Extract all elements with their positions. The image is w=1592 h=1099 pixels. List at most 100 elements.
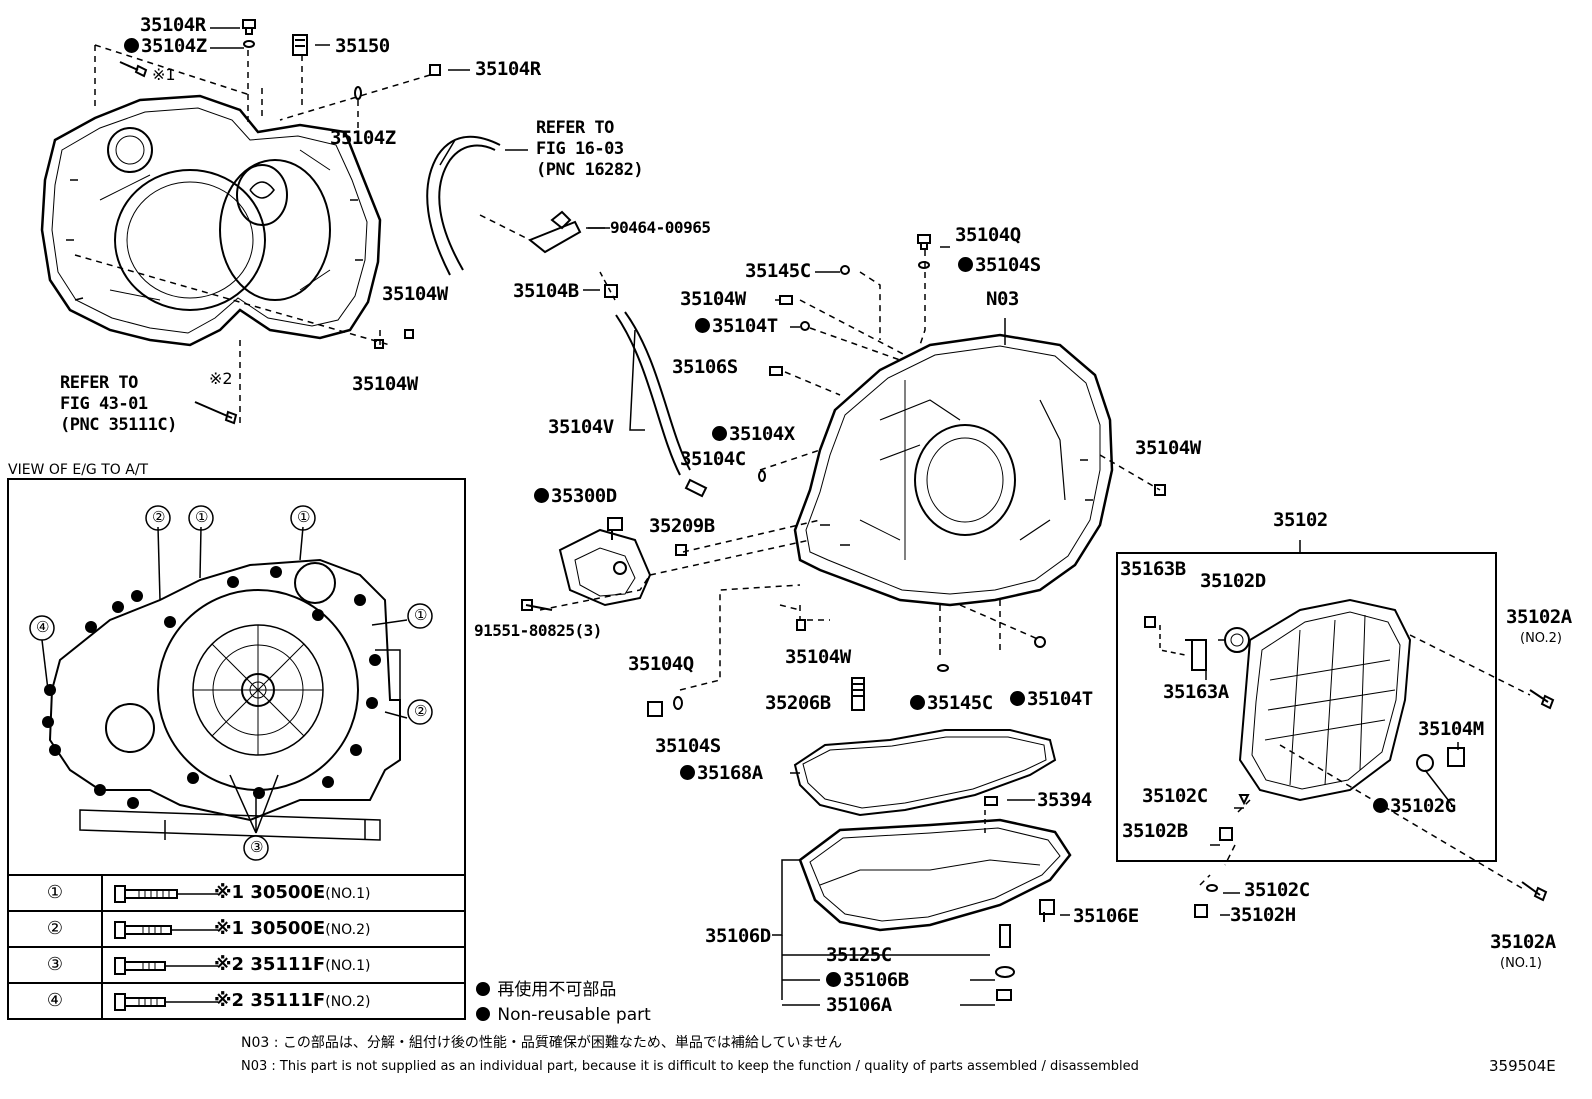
bolt-legend-spec: ※2 35111F(NO.2) xyxy=(214,990,370,1011)
refer-fig-43-01-line3: (PNC 35111C) xyxy=(60,415,177,435)
bolt-legend-note: (NO.1) xyxy=(325,958,371,974)
bolt-icon xyxy=(114,957,218,975)
label-35102D: 35102D xyxy=(1200,570,1266,592)
label-35102C-a: 35102C xyxy=(1142,785,1208,807)
inset-callout-1-a: ① xyxy=(195,508,209,526)
label-35104W-e: 35104W xyxy=(785,646,851,668)
label-35104X: 35104X xyxy=(712,425,795,444)
inset-callout-1-b: ① xyxy=(297,508,311,526)
bolt-legend-number: ④ xyxy=(9,984,103,1018)
non-reusable-dot-icon xyxy=(958,257,973,272)
non-reusable-dot-icon xyxy=(910,695,925,710)
valve-body-box xyxy=(1116,540,1497,862)
label-35106S: 35106S xyxy=(672,356,738,378)
bolt-legend-spec: ※1 30500E(NO.2) xyxy=(214,918,370,939)
label-35104Z-top: 35104Z xyxy=(124,37,207,56)
bolt-icon xyxy=(114,885,218,903)
refer-fig-43-01-line1: REFER TO xyxy=(60,373,138,393)
note-n03-en: N03 : This part is not supplied as an in… xyxy=(241,1059,1139,1074)
label-35104Z-mid: 35104Z xyxy=(330,127,396,149)
bolt-legend-spec: ※2 35111F(NO.1) xyxy=(214,954,370,975)
label-35102A-no1: 35102A xyxy=(1490,931,1556,953)
legend-jp-text: 再使用不可部品 xyxy=(497,980,617,1000)
label-35102A-no1-sub: (NO.1) xyxy=(1500,956,1542,971)
middle-dashed-leaders xyxy=(539,250,1161,691)
inset-bolt-holes xyxy=(42,566,381,809)
label-35104B: 35104B xyxy=(513,280,579,302)
bolt-legend-mark: ※2 xyxy=(214,954,245,975)
label-35104X-text: 35104X xyxy=(729,423,795,445)
mid-small-parts xyxy=(647,234,1166,717)
bolt-legend-row-3: ③ ※2 35111F(NO.1) xyxy=(9,946,464,982)
label-35104S-top: 35104S xyxy=(958,256,1041,275)
label-35106D: 35106D xyxy=(705,925,771,947)
oil-pan-and-gasket-drawing xyxy=(772,729,1072,1001)
label-35104W-c: 35104W xyxy=(680,288,746,310)
label-35102H: 35102H xyxy=(1230,904,1296,926)
legend-non-reusable-en: Non-reusable part xyxy=(476,1005,651,1026)
non-reusable-dot-icon xyxy=(712,426,727,441)
refer-fig-16-03-line1: REFER TO xyxy=(536,118,614,138)
non-reusable-dot-icon xyxy=(476,982,490,996)
bolt-icon xyxy=(114,921,218,939)
inset-view-panel: ① ※1 30500E (NO.1) ② ※1 30500E(NO.2) ③ ※2… xyxy=(7,478,466,1020)
label-35104M: 35104M xyxy=(1418,718,1484,740)
bolt-legend-number: ① xyxy=(9,876,103,910)
bolt-legend-row-4: ④ ※2 35111F(NO.2) xyxy=(9,982,464,1018)
label-35106B: 35106B xyxy=(826,971,909,990)
label-35102C-b: 35102C xyxy=(1244,879,1310,901)
label-35125C: 35125C xyxy=(826,944,892,966)
top-left-small-parts xyxy=(119,19,441,425)
inset-callout-2-top: ② xyxy=(152,508,166,526)
label-35102B: 35102B xyxy=(1122,820,1188,842)
inset-callout-leaders xyxy=(41,526,408,834)
note-mark-2: ※2 xyxy=(209,369,233,388)
refer-fig-43-01-line2: FIG 43-01 xyxy=(60,394,148,414)
label-35104T-top-text: 35104T xyxy=(712,315,778,337)
bolt-legend-note: (NO.2) xyxy=(325,994,371,1010)
label-90464-00965: 90464-00965 xyxy=(610,218,711,237)
inset-callout-1-c: ① xyxy=(414,606,428,624)
inset-callout-circles xyxy=(29,505,433,861)
label-35104S-top-text: 35104S xyxy=(975,254,1041,276)
oil-pump-drawing xyxy=(521,517,687,611)
label-35163B: 35163B xyxy=(1120,558,1186,580)
label-35209B: 35209B xyxy=(649,515,715,537)
inset-title: VIEW OF E/G TO A/T xyxy=(8,462,149,478)
label-35102G: 35102G xyxy=(1373,797,1456,816)
legend-non-reusable-jp: 再使用不可部品 xyxy=(476,980,617,1001)
label-35104S-bottom: 35104S xyxy=(655,735,721,757)
label-35206B: 35206B xyxy=(765,692,831,714)
label-35150: 35150 xyxy=(335,35,390,57)
inset-callout-3: ③ xyxy=(250,838,264,856)
label-35102: 35102 xyxy=(1273,509,1328,531)
bolt-legend-mark: ※1 xyxy=(214,918,245,939)
label-35145C-top: 35145C xyxy=(745,260,811,282)
non-reusable-dot-icon xyxy=(476,1007,490,1021)
label-35104Q-bottom: 35104Q xyxy=(628,653,694,675)
label-35102G-text: 35102G xyxy=(1390,795,1456,817)
bolt-legend-part: 30500E xyxy=(250,882,326,903)
label-35104W-a: 35104W xyxy=(382,283,448,305)
note-n03-jp: N03 : この部品は、分解・組付け後の性能・品質確保が困難なため、単品では補給… xyxy=(241,1035,843,1051)
label-35102A-no2: 35102A xyxy=(1506,606,1572,628)
label-35163A: 35163A xyxy=(1163,681,1229,703)
figure-id: 359504E xyxy=(1489,1057,1556,1075)
bolt-legend-part: 35111F xyxy=(250,990,326,1011)
non-reusable-dot-icon xyxy=(680,765,695,780)
non-reusable-dot-icon xyxy=(1010,691,1025,706)
label-35104Q-top: 35104Q xyxy=(955,224,1021,246)
right-dashed-leaders xyxy=(1199,634,1531,891)
non-reusable-dot-icon xyxy=(534,488,549,503)
non-reusable-dot-icon xyxy=(826,972,841,987)
label-35300D: 35300D xyxy=(534,487,617,506)
transaxle-case-n03-drawing xyxy=(793,333,1114,607)
refer-fig-16-03-line2: FIG 16-03 xyxy=(536,139,624,159)
note-mark-1: ※1 xyxy=(152,65,176,84)
label-91551-80825: 91551-80825(3) xyxy=(474,621,602,640)
bolt-legend-number: ③ xyxy=(9,948,103,982)
label-35104T-bottom-text: 35104T xyxy=(1027,688,1093,710)
refer-fig-16-03-line3: (PNC 16282) xyxy=(536,160,644,180)
non-reusable-dot-icon xyxy=(695,318,710,333)
